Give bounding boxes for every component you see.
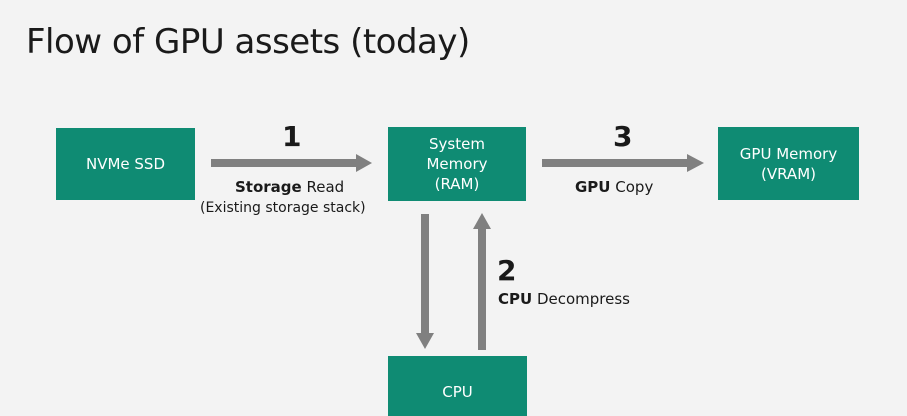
step-1-label-rest: Read xyxy=(301,178,345,196)
step-2-label: CPU Decompress xyxy=(498,290,630,308)
nvme-ssd-label: NVMe SSD xyxy=(85,155,165,173)
step-1-number: 1 xyxy=(282,120,302,153)
arrow-ram-to-cpu xyxy=(416,214,434,349)
system-memory-box: System Memory (RAM) xyxy=(388,127,526,201)
step-3-number: 3 xyxy=(613,120,633,153)
step-1-label: Storage Read xyxy=(235,178,344,196)
step-2-label-bold: CPU xyxy=(498,290,533,308)
diagram-title: Flow of GPU assets (today) xyxy=(26,22,470,62)
flow-arrows xyxy=(211,154,704,350)
step-2-number: 2 xyxy=(497,254,517,287)
arrow-storage-read xyxy=(211,154,372,172)
gpu-memory-box: GPU Memory (VRAM) xyxy=(718,127,859,200)
system-memory-label: System Memory (RAM) xyxy=(426,135,488,193)
step-1-sublabel: (Existing storage stack) xyxy=(200,200,366,216)
step-2-label-rest: Decompress xyxy=(532,290,630,308)
cpu-label: CPU xyxy=(442,383,473,401)
step-3-label: GPU Copy xyxy=(575,178,653,196)
step-3-label-rest: Copy xyxy=(610,178,654,196)
step-3-label-bold: GPU xyxy=(575,178,611,196)
nvme-ssd-box: NVMe SSD xyxy=(56,128,195,200)
gpu-memory-label: GPU Memory (VRAM) xyxy=(739,144,838,183)
step-1-label-bold: Storage xyxy=(235,178,302,196)
arrow-gpu-copy xyxy=(542,154,704,172)
arrow-cpu-to-ram xyxy=(473,213,491,350)
